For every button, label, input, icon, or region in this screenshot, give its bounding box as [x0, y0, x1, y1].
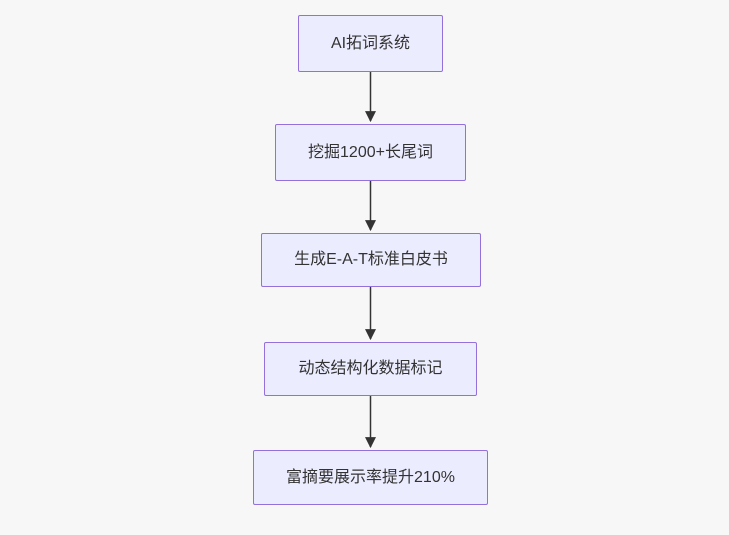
flow-node-ai-word-system: AI拓词系统 [298, 15, 443, 72]
flow-node-label: 生成E-A-T标准白皮书 [294, 251, 448, 269]
flow-node-label: AI拓词系统 [330, 34, 411, 52]
flow-node-label: 挖掘1200+长尾词 [308, 143, 433, 161]
flow-node-label: 富摘要展示率提升210% [286, 468, 455, 486]
flow-node-label: 动态结构化数据标记 [298, 360, 443, 378]
flow-node-longtail-mining: 挖掘1200+长尾词 [275, 124, 466, 181]
flow-node-structured-data: 动态结构化数据标记 [264, 342, 477, 396]
flow-node-rich-snippet-result: 富摘要展示率提升210% [253, 450, 488, 505]
flow-node-eat-whitepaper: 生成E-A-T标准白皮书 [261, 233, 481, 287]
